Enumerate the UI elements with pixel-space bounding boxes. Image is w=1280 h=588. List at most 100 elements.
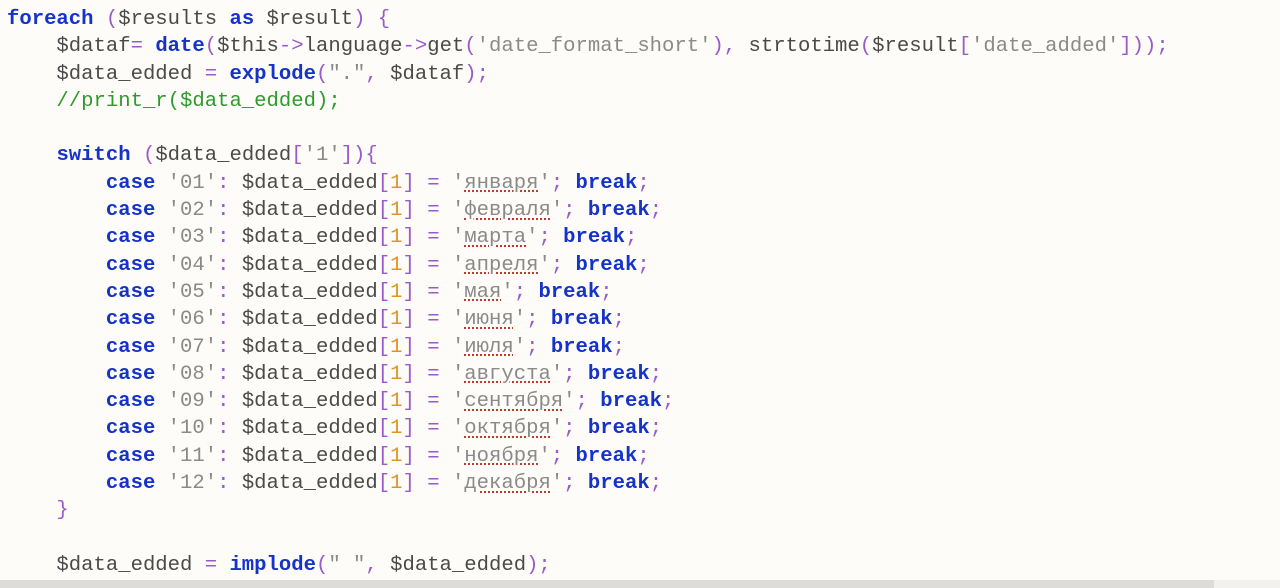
code-string: 'date_format_short'	[476, 35, 712, 59]
code-identifier: get	[427, 35, 465, 59]
code-string-spellcheck: июля	[464, 335, 514, 359]
code-string: '	[550, 472, 564, 496]
code-keyword: case	[105, 280, 156, 304]
code-operator: );	[464, 62, 489, 86]
code-keyword: break	[563, 226, 625, 250]
code-string: '	[513, 308, 527, 332]
code-operator: ;	[550, 171, 576, 195]
code-keyword: switch	[56, 144, 131, 168]
code-string: '	[451, 444, 465, 468]
code-operator: ] =	[402, 390, 452, 414]
code-operator: }	[7, 499, 69, 523]
code-operator: ] =	[402, 171, 452, 195]
code-keyword: explode	[229, 62, 316, 86]
code-keyword: case	[105, 253, 156, 277]
code-identifier: $data_edded	[241, 253, 378, 277]
code-operator: ] =	[402, 472, 452, 496]
code-string: '	[563, 390, 576, 414]
code-operator: ] =	[402, 280, 452, 304]
code-string: '	[451, 362, 465, 386]
code-number: 1	[390, 472, 403, 496]
code-identifier: $data_edded	[7, 62, 205, 86]
code-operator: [	[377, 253, 391, 277]
code-string: '07'	[167, 335, 218, 359]
code-operator: :	[217, 226, 242, 250]
code-operator: ;	[612, 335, 625, 359]
code-identifier	[7, 226, 106, 249]
code-line: }	[7, 497, 1169, 524]
code-number: 1	[390, 253, 403, 277]
code-operator: ;	[649, 199, 663, 223]
code-identifier: $dataf	[7, 35, 131, 59]
code-operator: =	[204, 62, 230, 86]
code-keyword: break	[538, 280, 601, 304]
code-keyword: case	[105, 171, 156, 195]
code-operator: :	[217, 335, 242, 359]
code-operator: ] =	[402, 362, 452, 386]
code-operator: =	[130, 35, 156, 59]
code-identifier: $data_edded	[390, 553, 527, 577]
code-identifier	[7, 363, 106, 386]
code-keyword: break	[550, 308, 613, 332]
code-operator: [	[377, 390, 391, 414]
code-line: $data_edded = implode(" ", $data_edded);	[7, 552, 1169, 579]
code-line: case '07': $data_edded[1] = 'июля'; brea…	[7, 334, 1169, 361]
code-line: $data_edded = explode(".", $dataf);	[7, 61, 1169, 88]
code-block[interactable]: foreach ($results as $result) { $dataf= …	[7, 6, 1169, 579]
code-string: '09'	[167, 390, 218, 414]
code-string: '	[550, 362, 564, 386]
code-operator: ]));	[1119, 35, 1169, 59]
code-operator: :	[217, 199, 242, 223]
code-identifier	[7, 308, 106, 331]
code-operator: ),	[711, 35, 749, 59]
code-keyword: case	[105, 362, 156, 386]
code-string: "."	[328, 62, 366, 86]
code-identifier	[7, 199, 106, 222]
code-operator: [	[958, 35, 972, 59]
code-identifier	[7, 144, 56, 167]
code-number: 1	[390, 444, 403, 468]
code-string: '	[451, 199, 465, 223]
code-string: '10'	[167, 417, 218, 441]
code-line: case '11': $data_edded[1] = 'ноября'; br…	[7, 443, 1169, 470]
code-string: '	[451, 171, 465, 195]
code-operator: ] =	[402, 417, 452, 441]
code-operator: ;	[538, 226, 564, 250]
horizontal-scrollbar[interactable]	[0, 580, 1280, 588]
code-identifier: $data_edded	[241, 472, 378, 496]
code-operator: ] =	[402, 444, 452, 468]
code-string: '	[451, 226, 465, 250]
code-keyword: foreach	[7, 8, 94, 31]
code-line: $dataf= date($this->language->get('date_…	[7, 33, 1169, 60]
code-line: foreach ($results as $result) {	[7, 6, 1169, 33]
code-operator: ,	[365, 62, 391, 86]
code-operator: ;	[526, 335, 551, 359]
code-operator: :	[217, 253, 242, 277]
scrollbar-thumb[interactable]	[0, 580, 1214, 588]
code-operator: ;	[563, 417, 588, 441]
code-string: '	[451, 472, 465, 496]
code-string: '11'	[167, 444, 218, 468]
code-identifier	[155, 281, 167, 304]
code-operator: ] =	[402, 199, 452, 223]
code-string: '	[526, 226, 539, 250]
code-operator: ;	[612, 308, 625, 332]
code-keyword: date	[155, 35, 205, 59]
code-operator: :	[217, 171, 242, 195]
code-line: case '05': $data_edded[1] = 'мая'; break…	[7, 279, 1169, 306]
code-operator: (	[315, 62, 329, 86]
code-operator: ->	[278, 35, 304, 59]
code-operator: [	[377, 226, 391, 250]
code-operator: :	[217, 417, 242, 441]
code-operator: (	[464, 35, 477, 59]
code-operator: ] =	[402, 226, 452, 250]
code-identifier: $data_edded	[155, 144, 292, 168]
code-identifier	[155, 254, 167, 277]
code-string: '04'	[167, 253, 218, 277]
code-string: '	[550, 199, 564, 223]
code-operator: ;	[649, 472, 663, 496]
code-string: '	[451, 253, 465, 277]
code-identifier	[131, 144, 143, 167]
code-keyword: break	[575, 171, 638, 195]
